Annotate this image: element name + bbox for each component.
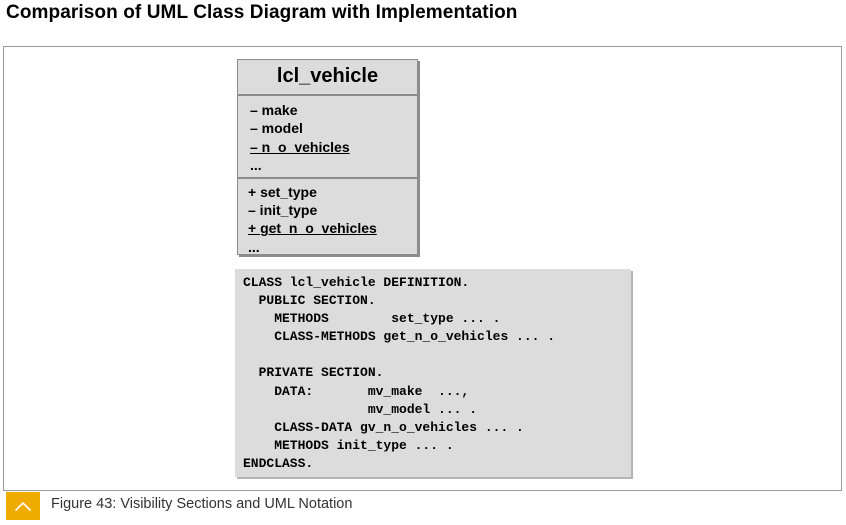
uml-static-method: + get_n_o_vehicles	[248, 220, 377, 237]
uml-attribute: – make	[250, 102, 298, 118]
code-line	[243, 346, 631, 364]
code-line: CLASS-DATA gv_n_o_vehicles ... .	[243, 419, 524, 435]
code-line: METHODS set_type ... .	[243, 311, 501, 327]
uml-class-box: lcl_vehicle – make – model – n_o_vehicle…	[237, 59, 418, 255]
uml-method: + set_type	[248, 183, 317, 200]
code-line: ENDCLASS.	[243, 455, 314, 471]
uml-attributes-compartment: – make – model – n_o_vehicles ...	[238, 96, 417, 179]
uml-class-name: lcl_vehicle	[238, 60, 417, 96]
code-line: mv_model ... .	[243, 401, 478, 417]
page-title: Comparison of UML Class Diagram with Imp…	[6, 2, 518, 23]
code-line: DATA: mv_make ...,	[243, 383, 470, 399]
uml-method: – init_type	[248, 202, 318, 219]
code-line: METHODS init_type ... .	[243, 437, 454, 453]
uml-attribute-ellipsis: ...	[250, 156, 262, 173]
code-line: PUBLIC SECTION.	[243, 293, 376, 309]
chevron-up-icon[interactable]	[6, 492, 40, 520]
code-line: PRIVATE SECTION.	[243, 365, 384, 381]
abap-code-listing: CLASS lcl_vehicle DEFINITION. PUBLIC SEC…	[235, 269, 631, 477]
figure-caption: Figure 43: Visibility Sections and UML N…	[51, 496, 353, 512]
uml-static-attribute: – n_o_vehicles	[250, 138, 350, 155]
code-line: CLASS-METHODS get_n_o_vehicles ... .	[243, 329, 556, 345]
figure-caption-bar: Figure 43: Visibility Sections and UML N…	[3, 490, 842, 521]
uml-methods-compartment: + set_type – init_type + get_n_o_vehicle…	[238, 179, 417, 256]
code-line: CLASS lcl_vehicle DEFINITION.	[243, 275, 470, 290]
uml-attribute: – model	[250, 120, 303, 137]
uml-method-ellipsis: ...	[248, 238, 260, 255]
